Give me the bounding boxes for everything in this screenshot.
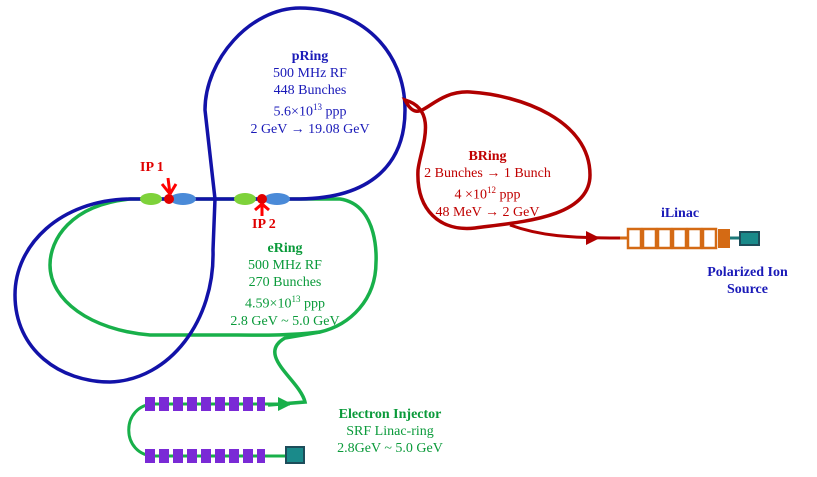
ering-rf: 500 MHz RF xyxy=(248,258,322,273)
electron-source-box xyxy=(285,446,305,464)
bring-ppp: 4 ×1012 ppp xyxy=(454,185,521,203)
bring-arrow xyxy=(586,231,600,245)
ip1-label: IP 1 xyxy=(140,160,164,175)
ering-loop xyxy=(130,197,378,407)
ion-source-label: Polarized Ion Source xyxy=(700,264,795,298)
ering-ppp: 4.59×1013 ppp xyxy=(245,294,325,312)
ip2-detector xyxy=(234,193,290,216)
ering-bunches: 270 Bunches xyxy=(248,275,322,290)
pring-loop-upper xyxy=(203,6,407,201)
injector-loop xyxy=(127,402,290,458)
ering-title: eRing xyxy=(267,241,303,256)
ilinac-cavities xyxy=(620,227,740,250)
ip1-detector xyxy=(140,177,196,205)
injector-energy: 2.8GeV ~ 5.0 GeV xyxy=(337,441,443,456)
ion-source-line2: Source xyxy=(727,282,768,297)
ilinac-label: iLinac xyxy=(660,206,700,221)
injector-label: Electron Injector SRF Linac-ring 2.8GeV … xyxy=(325,406,455,457)
pring-label: pRing 500 MHz RF 448 Bunches 5.6×1013 pp… xyxy=(240,48,380,138)
pring-bunches: 448 Bunches xyxy=(273,83,347,98)
injector-type: SRF Linac-ring xyxy=(346,424,434,439)
bring-title: BRing xyxy=(468,149,507,164)
ion-source-line1: Polarized Ion xyxy=(707,265,788,280)
pring-title: pRing xyxy=(291,49,329,64)
injector-title: Electron Injector xyxy=(338,407,442,422)
pring-loop-lower xyxy=(13,197,300,384)
pring-ppp: 5.6×1013 ppp xyxy=(273,102,347,120)
injector-cavities-top xyxy=(145,397,265,411)
injector-cavities-bottom xyxy=(145,449,265,463)
bring-label: BRing 2 Bunches → 1 Bunch 4 ×1012 ppp 48… xyxy=(420,148,555,221)
bring-transfer-line xyxy=(509,223,621,240)
ering-loop-left xyxy=(48,197,321,337)
ering-label: eRing 500 MHz RF 270 Bunches 4.59×1013 p… xyxy=(215,240,355,330)
bring-loop xyxy=(401,90,592,231)
pring-energy: 2 GeV → 19.08 GeV xyxy=(250,121,370,137)
ering-energy: 2.8 GeV ~ 5.0 GeV xyxy=(230,313,340,329)
pring-rf: 500 MHz RF xyxy=(273,66,347,81)
bring-energy: 48 MeV → 2 GeV xyxy=(435,204,540,220)
ip2-label: IP 2 xyxy=(252,217,276,232)
injector-arrow xyxy=(278,397,292,411)
bring-bunches: 2 Bunches → 1 Bunch xyxy=(424,166,551,181)
ion-source-box xyxy=(739,231,760,246)
